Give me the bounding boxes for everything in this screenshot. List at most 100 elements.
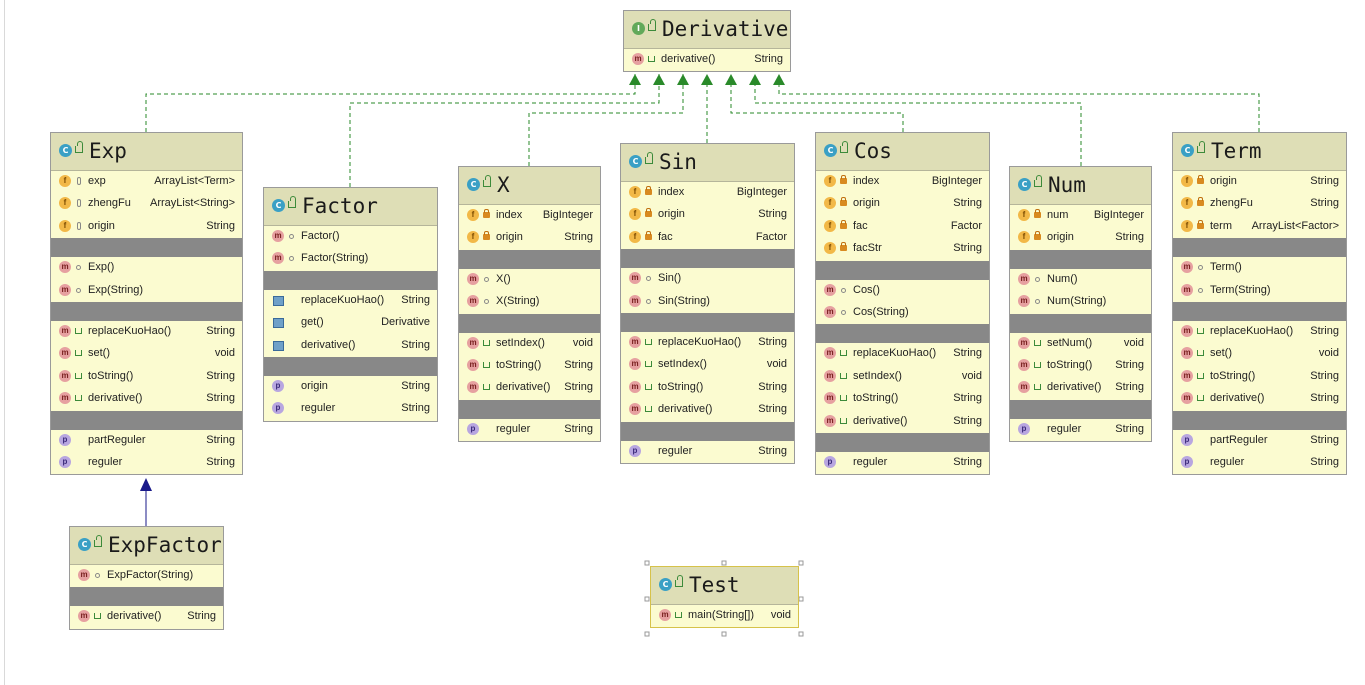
section-separator	[816, 432, 989, 452]
selection-handle[interactable]	[644, 631, 650, 637]
method-icon: m	[467, 272, 479, 285]
member-type: String	[401, 402, 430, 415]
selection-handle[interactable]	[644, 560, 650, 566]
member-row[interactable]: replaceKuoHao()String	[264, 290, 437, 312]
selection-handle[interactable]	[798, 560, 804, 566]
implements-X-line	[528, 74, 684, 166]
member-row[interactable]: derivative()String	[264, 335, 437, 357]
member-row[interactable]: get()Derivative	[264, 312, 437, 334]
selection-handle[interactable]	[644, 596, 650, 602]
selection-handle[interactable]	[798, 631, 804, 637]
method-icon: m	[59, 369, 71, 382]
member-name: Exp(String)	[88, 283, 144, 296]
property-icon: p	[467, 422, 479, 435]
member-name: derivative()	[1210, 392, 1265, 405]
section-separator	[816, 260, 989, 280]
selection-handle[interactable]	[721, 560, 727, 566]
method-icon: m	[467, 336, 479, 349]
selection-handle[interactable]	[798, 596, 804, 602]
public-icon	[645, 383, 652, 390]
selection-handle[interactable]	[721, 631, 727, 637]
